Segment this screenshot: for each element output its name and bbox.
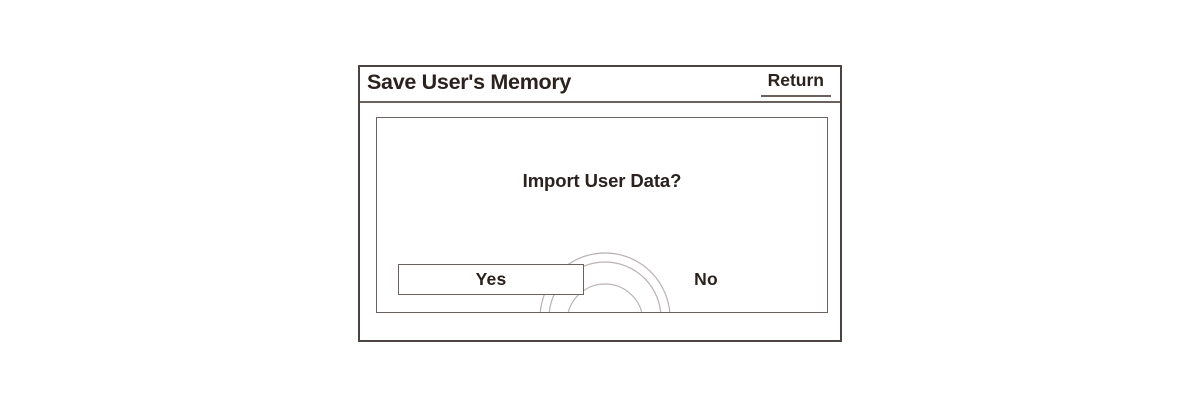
- dialog-content-panel: Import User Data? Yes No: [376, 117, 828, 313]
- answer-choice-row: Yes No: [377, 264, 827, 296]
- no-button-label: No: [694, 268, 718, 289]
- save-user-memory-dialog: Save User's Memory Return Import User Da…: [358, 65, 842, 342]
- prompt-message: Import User Data?: [522, 170, 682, 191]
- yes-button[interactable]: Yes: [398, 264, 584, 295]
- return-button[interactable]: Return: [760, 72, 831, 97]
- dialog-title-bar: Save User's Memory Return: [360, 67, 840, 103]
- page-title: Save User's Memory: [367, 70, 572, 95]
- no-button[interactable]: No: [671, 264, 741, 295]
- yes-button-label: Yes: [475, 268, 507, 289]
